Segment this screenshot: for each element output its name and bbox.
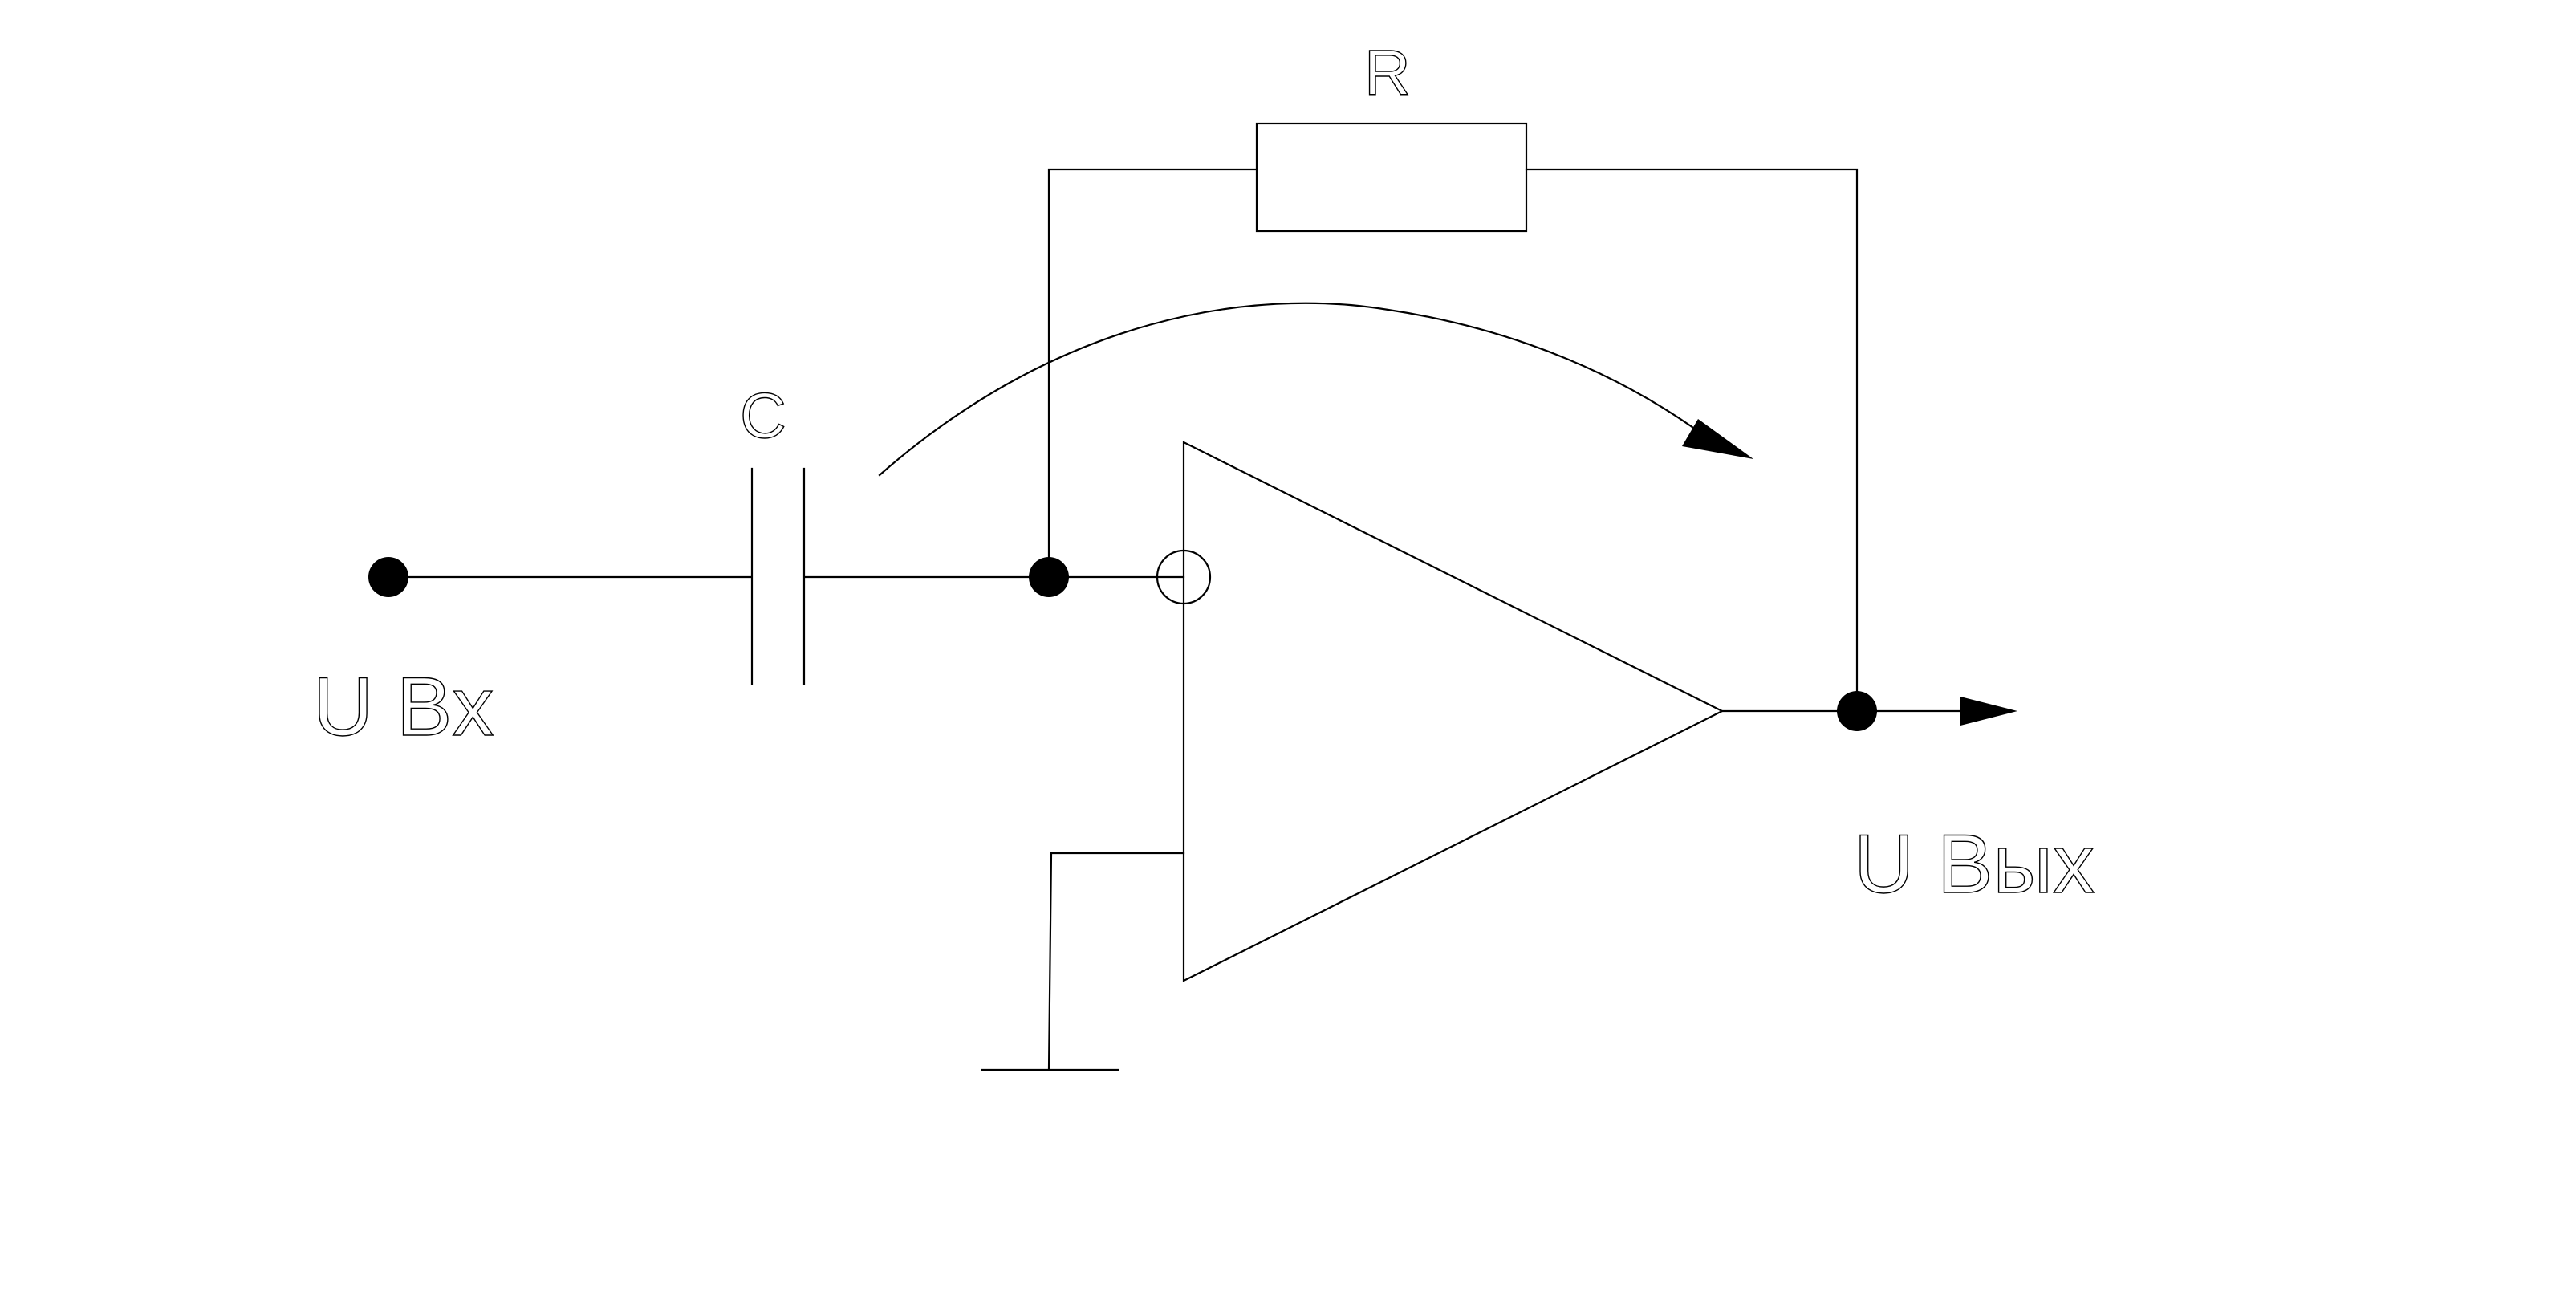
output-arrowhead	[1960, 697, 2017, 726]
output-voltage-label: U Bых	[1854, 818, 2095, 911]
inverting-input-circle	[1156, 549, 1212, 605]
resistor	[1255, 122, 1528, 233]
input-voltage-label: U Bx	[313, 661, 494, 754]
capacitor-label: C	[740, 380, 786, 451]
resistor-label: R	[1364, 37, 1411, 108]
output-junction-node	[1837, 691, 1877, 731]
input-terminal-node	[368, 557, 408, 597]
ground-wire	[1047, 852, 1185, 1071]
feedback-left-wire	[1047, 168, 1258, 579]
feedback-direction-arrowhead	[1682, 419, 1753, 459]
inverting-junction-node	[1029, 557, 1069, 597]
feedback-direction-arc	[878, 302, 1719, 477]
capacitor	[750, 467, 806, 685]
op-amp-triangle	[1182, 441, 1725, 982]
feedback-right-wire	[1525, 168, 1859, 713]
